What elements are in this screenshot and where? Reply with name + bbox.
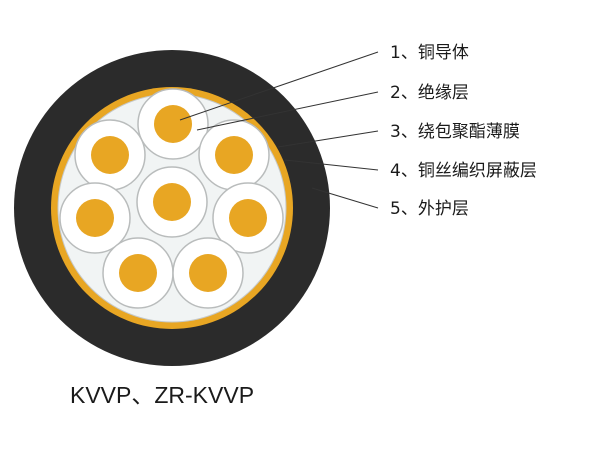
copper-conductor [189, 254, 227, 292]
label-insulation-layer: 2、绝缘层 [390, 83, 469, 103]
label-outer-sheath: 5、外护层 [390, 199, 469, 219]
copper-conductor [91, 136, 129, 174]
leader-lines [179, 51, 379, 209]
core-2 [74, 119, 146, 191]
core-3 [198, 119, 270, 191]
core-7 [102, 237, 174, 309]
copper-conductor [215, 136, 253, 174]
copper-conductor [153, 183, 191, 221]
label-braided-shield: 4、铜丝编织屏蔽层 [390, 161, 537, 181]
core-1 [137, 88, 209, 160]
leader-line-2 [196, 91, 379, 131]
layer-labels: 1、铜导体 2、绝缘层 3、绕包聚酯薄膜 4、铜丝编织屏蔽层 5、外护层 [390, 43, 537, 219]
cable-model-caption: KVVP、ZR-KVVP [70, 382, 254, 408]
core-5 [136, 166, 208, 238]
leader-line-3 [277, 130, 379, 148]
copper-conductor [76, 199, 114, 237]
label-copper-conductor: 1、铜导体 [390, 43, 469, 63]
label-polyester-wrap: 3、绕包聚酯薄膜 [390, 122, 520, 142]
leader-line-4 [284, 159, 379, 171]
copper-conductor [229, 199, 267, 237]
core-4 [59, 182, 131, 254]
copper-conductor [119, 254, 157, 292]
leader-line-5 [311, 187, 379, 209]
core-6 [212, 182, 284, 254]
leader-line-1 [179, 51, 379, 121]
copper-conductor [154, 105, 192, 143]
core-8 [172, 237, 244, 309]
cable-cross-section [14, 50, 330, 366]
